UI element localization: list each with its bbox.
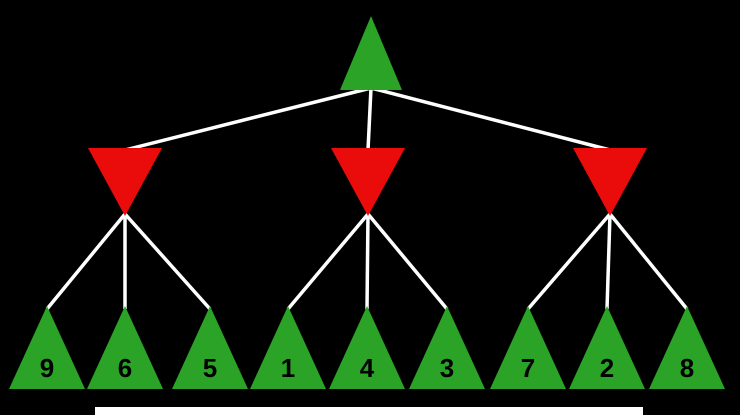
leaf-value-5: 4 <box>360 353 375 383</box>
leaf-node-1 <box>9 306 85 389</box>
edge-min-leaf-7 <box>526 212 612 311</box>
edge-min-leaf-6 <box>366 212 449 311</box>
max-node-root <box>340 16 402 90</box>
min-node-2 <box>331 148 405 216</box>
leaf-node-5 <box>329 306 405 389</box>
leaf-value-8: 2 <box>600 353 614 383</box>
leaf-node-3 <box>172 306 248 389</box>
leaf-node-8 <box>569 306 645 389</box>
leaf-value-2: 6 <box>118 353 132 383</box>
edge-root-min-3 <box>370 86 611 152</box>
edge-root-min-2 <box>366 87 373 151</box>
leaf-value-7: 7 <box>521 353 535 383</box>
leaf-node-7 <box>490 306 566 389</box>
leaf-node-2 <box>87 306 163 389</box>
leaf-value-3: 5 <box>203 353 217 383</box>
leaf-value-6: 3 <box>440 353 454 383</box>
edge-min-leaf-4 <box>286 212 370 311</box>
bottom-bar <box>95 407 643 415</box>
leaf-node-6 <box>409 306 485 389</box>
edge-min-leaf-5 <box>365 213 370 310</box>
edge-min-leaf-9 <box>608 212 689 311</box>
edge-root-min-1 <box>124 86 372 152</box>
leaf-value-1: 9 <box>40 353 54 383</box>
edge-min-leaf-3 <box>123 212 212 311</box>
edge-min-leaf-8 <box>605 213 612 310</box>
min-node-3 <box>573 148 647 216</box>
leaf-node-9 <box>649 306 725 389</box>
leaf-node-4 <box>250 306 326 389</box>
edge-min-leaf-1 <box>45 212 127 311</box>
leaf-value-9: 8 <box>680 353 694 383</box>
leaf-value-4: 1 <box>281 353 295 383</box>
min-node-1 <box>88 148 162 216</box>
